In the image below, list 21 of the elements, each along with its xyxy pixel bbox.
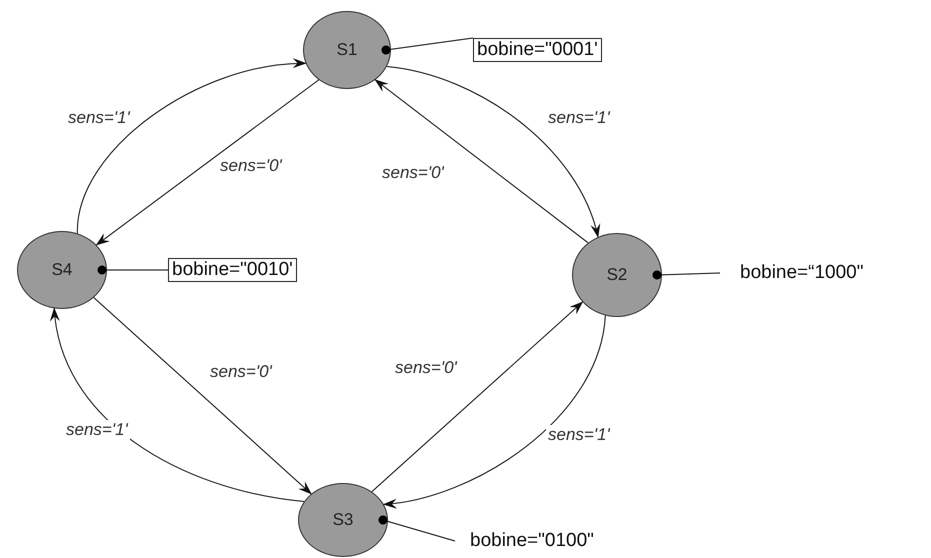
transition-arrow	[93, 297, 312, 494]
leader-line	[652, 270, 720, 280]
leader-line	[382, 38, 474, 54]
transition-arrow	[382, 315, 606, 508]
transition-arrow	[96, 79, 320, 246]
state-name: S2	[606, 265, 628, 285]
leader-line	[378, 516, 456, 542]
state-name: S1	[336, 40, 358, 60]
transition-arrow	[51, 307, 305, 502]
transition-arrow	[374, 79, 589, 244]
output-label: bobine="0100"	[455, 530, 594, 552]
transition-arrow	[371, 301, 584, 492]
state-name: S3	[332, 510, 354, 530]
leader-line	[98, 266, 168, 274]
output-label: bobine=“1000"	[720, 262, 864, 284]
transition-arrow	[76, 59, 307, 234]
edge-label: sens='1'	[64, 420, 130, 440]
state-name: S4	[52, 260, 72, 280]
output-label-box: bobine="0001'	[473, 38, 602, 62]
transition-arrow	[386, 66, 600, 238]
output-label-box: bobine="0010'	[168, 258, 297, 282]
